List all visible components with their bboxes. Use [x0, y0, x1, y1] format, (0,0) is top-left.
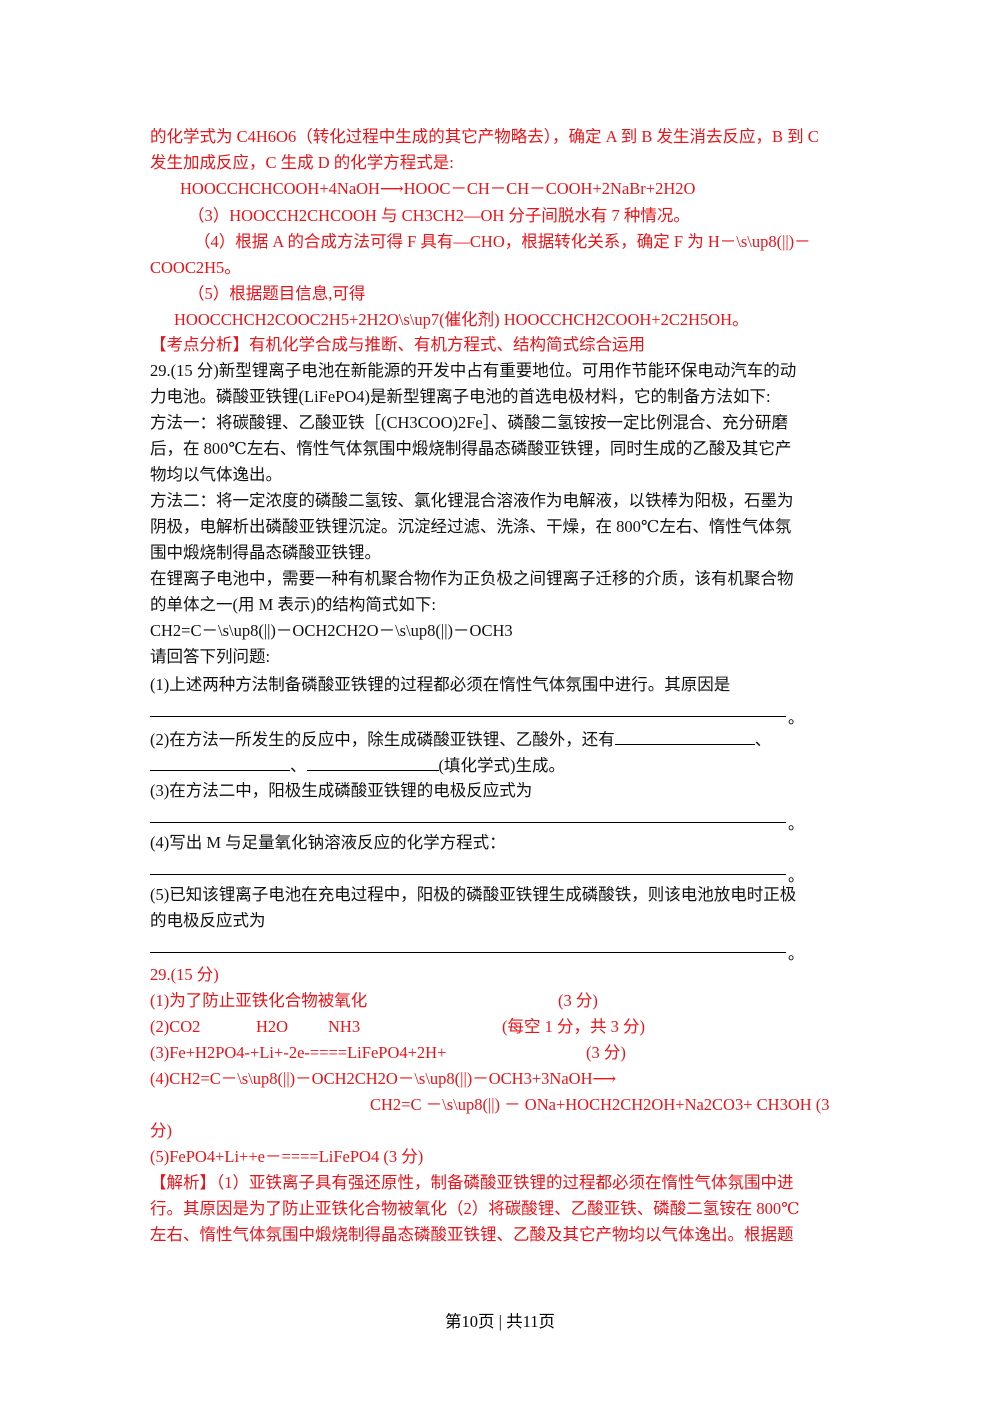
answer-text-line: （4）根据 A 的合成方法可得 F 具有—CHO，根据转化关系，确定 F 为 H…	[194, 232, 811, 251]
question-text-line: 请回答下列问题:	[150, 647, 271, 666]
answer-2-co2: (2)CO2	[150, 1017, 201, 1036]
answer-2-h2o: H2O	[256, 1017, 289, 1036]
answer-2-nh3: NH3	[328, 1017, 361, 1036]
answer-blank-5[interactable]	[150, 952, 786, 953]
answer-1-score: (3 分)	[558, 991, 598, 1010]
question-text-line: 在锂离子电池中，需要一种有机聚合物作为正负极之间锂离子迁移的介质，该有机聚合物	[150, 569, 794, 588]
question-text-line: 29.(15 分)新型锂离子电池在新能源的开发中占有重要地位。可用作节能环保电动…	[150, 361, 797, 380]
answer-text-line: COOC2H5。	[150, 258, 241, 277]
sub-question-1: (1)上述两种方法制备磷酸亚铁锂的过程都必须在惰性气体氛围中进行。其原因是	[150, 675, 731, 694]
answer-blank-3[interactable]	[150, 822, 786, 823]
question-text-line: 的单体之一(用 M 表示)的结构简式如下:	[150, 595, 436, 614]
equation-line: HOOCCHCHCOOH+4NaOH⟶HOOC－CH－CH－COOH+2NaBr…	[180, 179, 696, 198]
sub-question-2-cont: 、 (填化学式)生成。	[150, 754, 565, 777]
analysis-heading: 【考点分析】有机化学合成与推断、有机方程式、结构简式综合运用	[150, 335, 645, 354]
sub-question-5: (5)已知该锂离子电池在充电过程中，阳极的磷酸亚铁锂生成磷酸铁，则该电池放电时正…	[150, 885, 797, 904]
explanation-line: 行。其原因是为了防止亚铁化合物被氧化（2）将碳酸锂、乙酸亚铁、磷酸二氢铵在 80…	[150, 1199, 800, 1218]
explanation-line: 【解析】（1）亚铁离子具有强还原性，制备磷酸亚铁锂的过程都必须在惰性气体氛围中进	[150, 1173, 794, 1192]
question-text-line: 方法一：将碳酸锂、乙酸亚铁［(CH3COO)2Fe］、磷酸二氢铵按一定比例混合、…	[150, 413, 788, 432]
answer-4: (4)CH2=C－\s\up8(||)－OCH2CH2O－\s\up8(||)－…	[150, 1069, 617, 1088]
question-text-line: 阴极，电解析出磷酸亚铁锂沉淀。沉淀经过滤、洗涤、干燥，在 800℃左右、惰性气体…	[150, 517, 792, 536]
question-text-line: 方法二：将一定浓度的磷酸二氢铵、氯化锂混合溶液作为电解液，以铁棒为阳极，石墨为	[150, 491, 794, 510]
sub-question-4: (4)写出 M 与足量氧化钠溶液反应的化学方程式：	[150, 833, 506, 852]
sub-question-2-text: (2)在方法一所发生的反应中，除生成磷酸亚铁锂、乙酸外，还有	[150, 730, 615, 749]
structure-formula: CH2=C－\s\up8(||)－OCH2CH2O－\s\up8(||)－OCH…	[150, 621, 513, 640]
answer-1: (1)为了防止亚铁化合物被氧化	[150, 991, 368, 1010]
answer-3: (3)Fe+H2PO4-+Li+-2e-====LiFePO4+2H+	[150, 1043, 447, 1062]
separator: 、	[290, 756, 307, 775]
answer-blank-2a[interactable]	[614, 728, 755, 745]
answer-text-line: （5）根据题目信息,可得	[188, 284, 366, 303]
separator: 、	[754, 730, 772, 749]
answer-5: (5)FePO4+Li++e－====LiFePO4 (3 分)	[150, 1147, 424, 1166]
answer-text-line: （3）HOOCCH2CHCOOH 与 CH3CH2—OH 分子间脱水有 7 种情…	[188, 206, 690, 225]
answer-blank-2b[interactable]	[150, 754, 290, 771]
answer-title: 29.(15 分)	[150, 965, 219, 984]
answer-4-cont: CH2=C －\s\up8(||) － ONa+HOCH2CH2OH+Na2CO…	[370, 1095, 830, 1114]
answer-blank-4[interactable]	[150, 874, 786, 875]
sub-question-2: (2)在方法一所发生的反应中，除生成磷酸亚铁锂、乙酸外，还有 、	[150, 728, 771, 751]
page-footer: 第10页 | 共11页	[445, 1312, 555, 1331]
equation-line: HOOCCHCH2COOC2H5+2H2O\s\up7(催化剂) HOOCCHC…	[174, 310, 749, 329]
period: 。	[788, 816, 805, 833]
question-text-line: 后，在 800℃左右、惰性气体氛围中煅烧制得晶态磷酸亚铁锂，同时生成的乙酸及其它…	[150, 439, 792, 458]
question-text-line: 物均以气体逸出。	[150, 465, 282, 484]
sub-question-5-cont: 的电极反应式为	[150, 911, 266, 930]
question-text-line: 围中煅烧制得晶态磷酸亚铁锂。	[150, 543, 381, 562]
period: 。	[788, 868, 805, 885]
question-text-line: 力电池。磷酸亚铁锂(LiFePO4)是新型锂离子电池的首选电极材料，它的制备方法…	[150, 387, 771, 406]
answer-3-score: (3 分)	[586, 1043, 626, 1062]
period: 。	[788, 710, 805, 727]
period: 。	[788, 946, 805, 963]
answer-blank-2c[interactable]	[306, 754, 439, 771]
answer-text-line: 发生加成反应，C 生成 D 的化学方程式是:	[150, 153, 454, 172]
sub-question-2-end: (填化学式)生成。	[438, 756, 566, 775]
sub-question-3: (3)在方法二中，阳极生成磷酸亚铁锂的电极反应式为	[150, 781, 533, 800]
answer-4-score: 分)	[150, 1121, 172, 1140]
answer-blank-1[interactable]	[150, 716, 786, 717]
answer-2-score: (每空 1 分，共 3 分)	[502, 1017, 645, 1036]
explanation-line: 左右、惰性气体氛围中煅烧制得晶态磷酸亚铁锂、乙酸及其它产物均以气体逸出。根据题	[150, 1225, 794, 1244]
answer-text-line: 的化学式为 C4H6O6（转化过程中生成的其它产物略去），确定 A 到 B 发生…	[150, 127, 819, 146]
